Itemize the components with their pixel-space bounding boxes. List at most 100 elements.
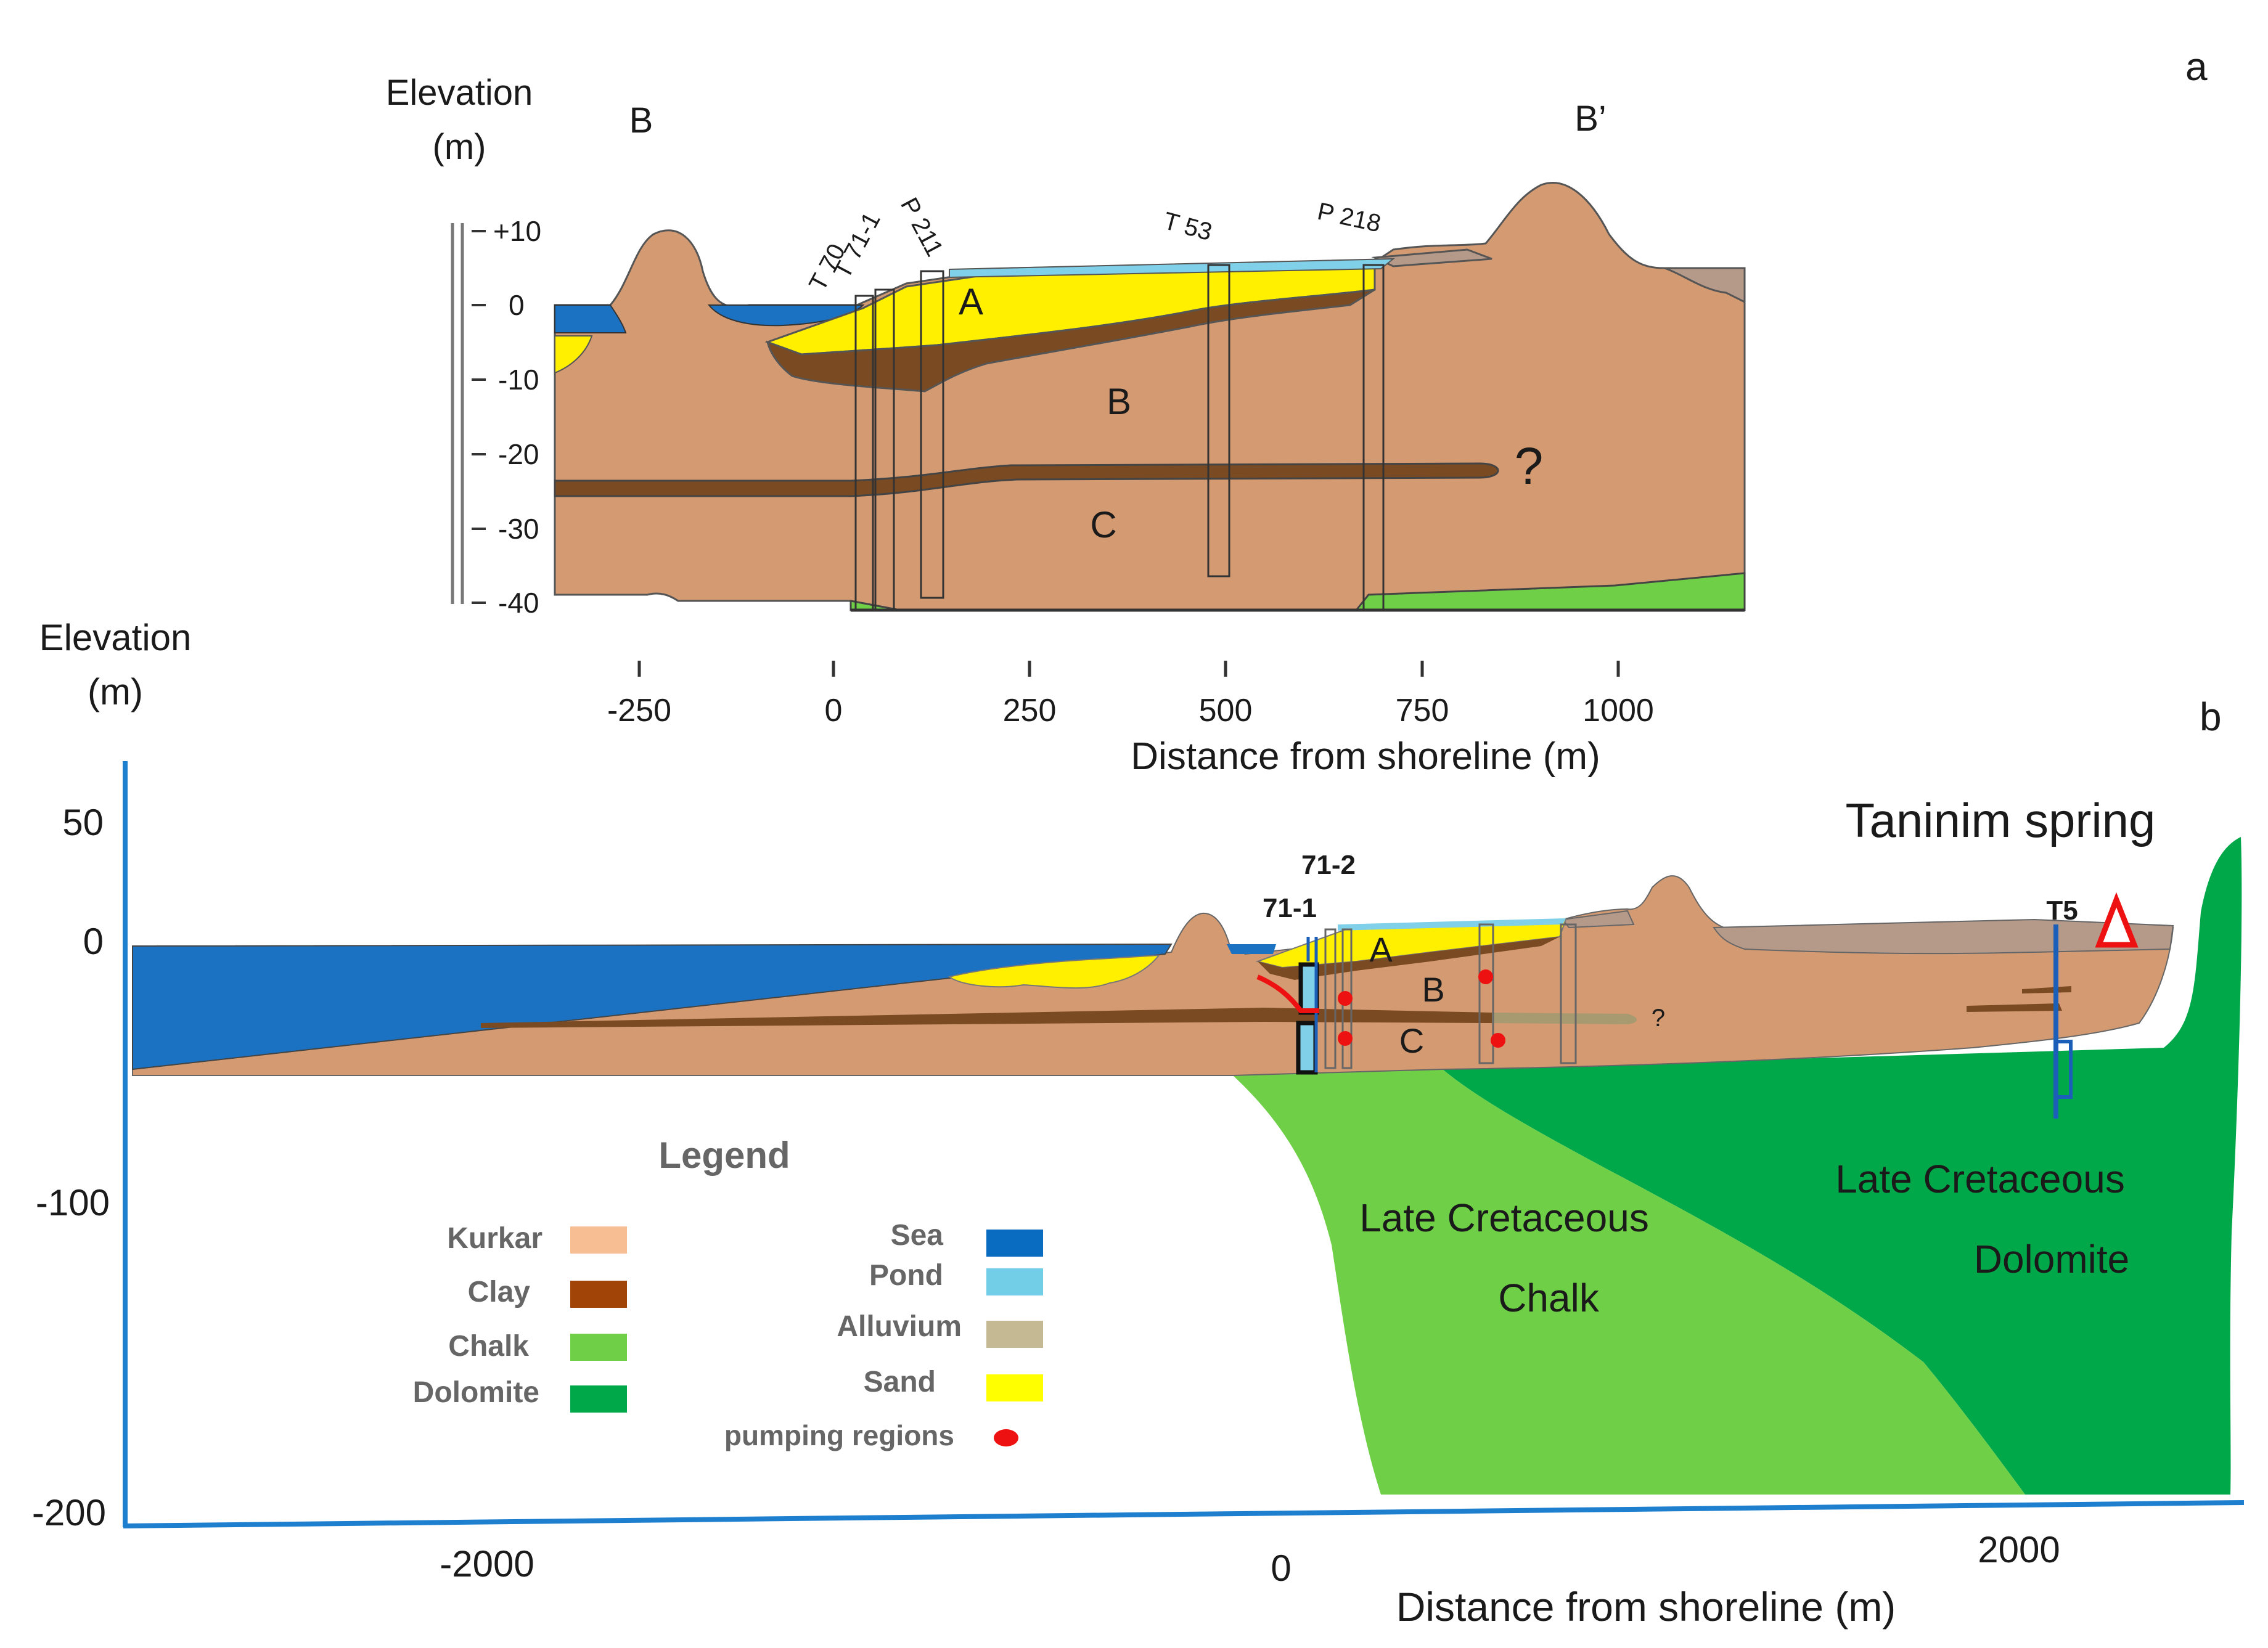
- panel-b-sand-patch: [948, 954, 1161, 989]
- legend-swatch-pumping-regions: [994, 1429, 1018, 1446]
- panel-a-x-title: Distance from shoreline (m): [1131, 735, 1600, 778]
- y-tick-label: 0: [83, 921, 104, 962]
- spring-triangle-icon: [2095, 892, 2139, 948]
- well-71-1-lower-screen: [1296, 1021, 1318, 1075]
- legend-label-pond: Pond: [869, 1259, 943, 1292]
- x-tick-label: 500: [1199, 693, 1253, 728]
- panel-b-sea: [132, 943, 1173, 1071]
- legend-swatch-alluvium: [986, 1321, 1043, 1348]
- legend-label-pumping-regions: pumping regions: [724, 1419, 954, 1451]
- well-label-p218: P 218: [1315, 198, 1383, 238]
- panel-a-wells: [854, 264, 1385, 611]
- panel-b-clay-layer-bc: [481, 1008, 1492, 1028]
- legend-swatch-chalk: [570, 1334, 627, 1361]
- panel-b-label: b: [2200, 695, 2222, 739]
- legend-label-clay: Clay: [468, 1276, 531, 1308]
- legend: Legend Kurkar Clay Chalk Dolomite Sea Po…: [413, 1135, 1043, 1451]
- panel-b-layer-c-label: C: [1399, 1021, 1424, 1060]
- panel-b-alluvium-extension: [1492, 1013, 1637, 1024]
- well-label-p211: P 211: [895, 194, 948, 261]
- well-casing: [1324, 928, 1337, 1069]
- pumping-path-line: [1256, 974, 1319, 1013]
- well-label-t5: T5: [2046, 895, 2078, 926]
- y-tick-label: -40: [498, 587, 539, 619]
- legend-swatch-pond: [986, 1268, 1043, 1295]
- panel-b-y-ticks: 50 0 -100 -200: [32, 802, 110, 1533]
- panel-a-layer-b-label: B: [1107, 381, 1131, 422]
- well-71-1-upper-screen: [1298, 962, 1319, 1015]
- panel-b-sea-right-of-hill: [1227, 944, 1276, 954]
- panel-b-layer-a-label: A: [1369, 930, 1393, 969]
- x-tick-label: 0: [825, 693, 843, 728]
- panel-a-label: a: [2185, 44, 2208, 89]
- panel-b-clay-lens-lower: [1967, 1003, 2062, 1012]
- x-tick-label: 1000: [1582, 693, 1654, 728]
- y-tick-label: -20: [498, 438, 539, 470]
- panel-b-clay-lens-upper: [2022, 986, 2071, 993]
- legend-swatch-kurkar: [570, 1226, 627, 1254]
- panel-b-question-mark: ?: [1652, 1005, 1665, 1032]
- well-t5-screen: [2054, 1040, 2073, 1099]
- well-label-71-2: 71-2: [1301, 850, 1356, 880]
- x-tick-label: 2000: [1978, 1529, 2060, 1570]
- y-tick-label: -100: [36, 1182, 110, 1223]
- pumping-regions: [1338, 969, 1505, 1048]
- panel-b-y-title-line2: (m): [88, 671, 143, 712]
- x-tick-label: -250: [607, 693, 671, 728]
- legend-swatch-sea: [986, 1230, 1043, 1257]
- dolomite-body: [1443, 837, 2242, 1495]
- legend-label-kurkar: Kurkar: [447, 1222, 542, 1255]
- well-p218-casing: [1362, 264, 1385, 611]
- y-tick-label: -200: [32, 1492, 106, 1533]
- panel-b: b Elevation (m) Taninim spring: [32, 617, 2245, 1630]
- y-tick-label: -30: [498, 513, 539, 545]
- x-tick-label: -2000: [440, 1543, 534, 1585]
- well-t71-1-casing: [874, 288, 895, 611]
- well-p211-casing: [920, 270, 944, 599]
- panel-a-layer-c-label: C: [1090, 504, 1116, 545]
- well-casing: [1560, 923, 1577, 1064]
- well-t53-casing: [1207, 264, 1230, 577]
- sand-left: [554, 335, 593, 374]
- well-casing: [1478, 923, 1494, 1064]
- legend-label-dolomite: Dolomite: [413, 1376, 539, 1409]
- grey-cap-right: [1664, 267, 1746, 304]
- panel-a-layer-a-label: A: [959, 281, 983, 322]
- panel-b-layer-b-label: B: [1422, 970, 1444, 1009]
- legend-label-alluvium: Alluvium: [837, 1310, 962, 1343]
- panel-b-clay-under-a: [1258, 937, 1560, 980]
- legend-swatch-clay: [570, 1281, 627, 1308]
- panel-a-section-end: B’: [1574, 99, 1607, 139]
- x-tick-label: 0: [1271, 1548, 1291, 1589]
- pumping-dot: [1338, 1031, 1353, 1046]
- dolomite-unit-label-line1: Late Cretaceous: [1835, 1157, 2125, 1201]
- panel-a-y-title-line1: Elevation: [386, 73, 533, 113]
- well-t70-casing: [854, 295, 874, 611]
- x-tick-label: 250: [1003, 693, 1057, 728]
- panel-a-y-title-line2: (m): [433, 127, 486, 167]
- pumping-dot: [1491, 1033, 1505, 1048]
- panel-b-x-axis: [123, 1500, 2245, 1528]
- legend-label-sea: Sea: [891, 1219, 944, 1252]
- pumping-dot: [1478, 969, 1493, 984]
- chalk-unit-label-line2: Chalk: [1498, 1276, 1600, 1320]
- panel-a-section: [554, 182, 1746, 612]
- panel-b-y-title-line1: Elevation: [39, 617, 192, 658]
- spring-label: Taninim spring: [1846, 793, 2156, 847]
- pond-surface: [949, 258, 1395, 279]
- y-tick-label: 0: [509, 289, 525, 321]
- y-tick-label: 50: [62, 802, 104, 843]
- panel-b-x-title: Distance from shoreline (m): [1396, 1584, 1896, 1630]
- panel-a-x-ticks: -250 0 250 500 750 1000: [607, 661, 1654, 728]
- chalk-unit-label-line1: Late Cretaceous: [1359, 1196, 1649, 1240]
- well-label-71-1: 71-1: [1263, 893, 1317, 923]
- legend-swatch-dolomite: [570, 1385, 627, 1413]
- sea-left: [554, 304, 627, 333]
- legend-label-sand: Sand: [864, 1366, 936, 1398]
- chalk-body: [1233, 1069, 2025, 1495]
- y-tick-label: +10: [493, 215, 541, 247]
- panel-b-x-ticks: -2000 0 2000: [440, 1529, 2060, 1589]
- panel-a: a Elevation (m) B B’ +10 0 -10 -20 -30 -…: [386, 44, 2208, 778]
- panel-b-pond: [1338, 918, 1566, 931]
